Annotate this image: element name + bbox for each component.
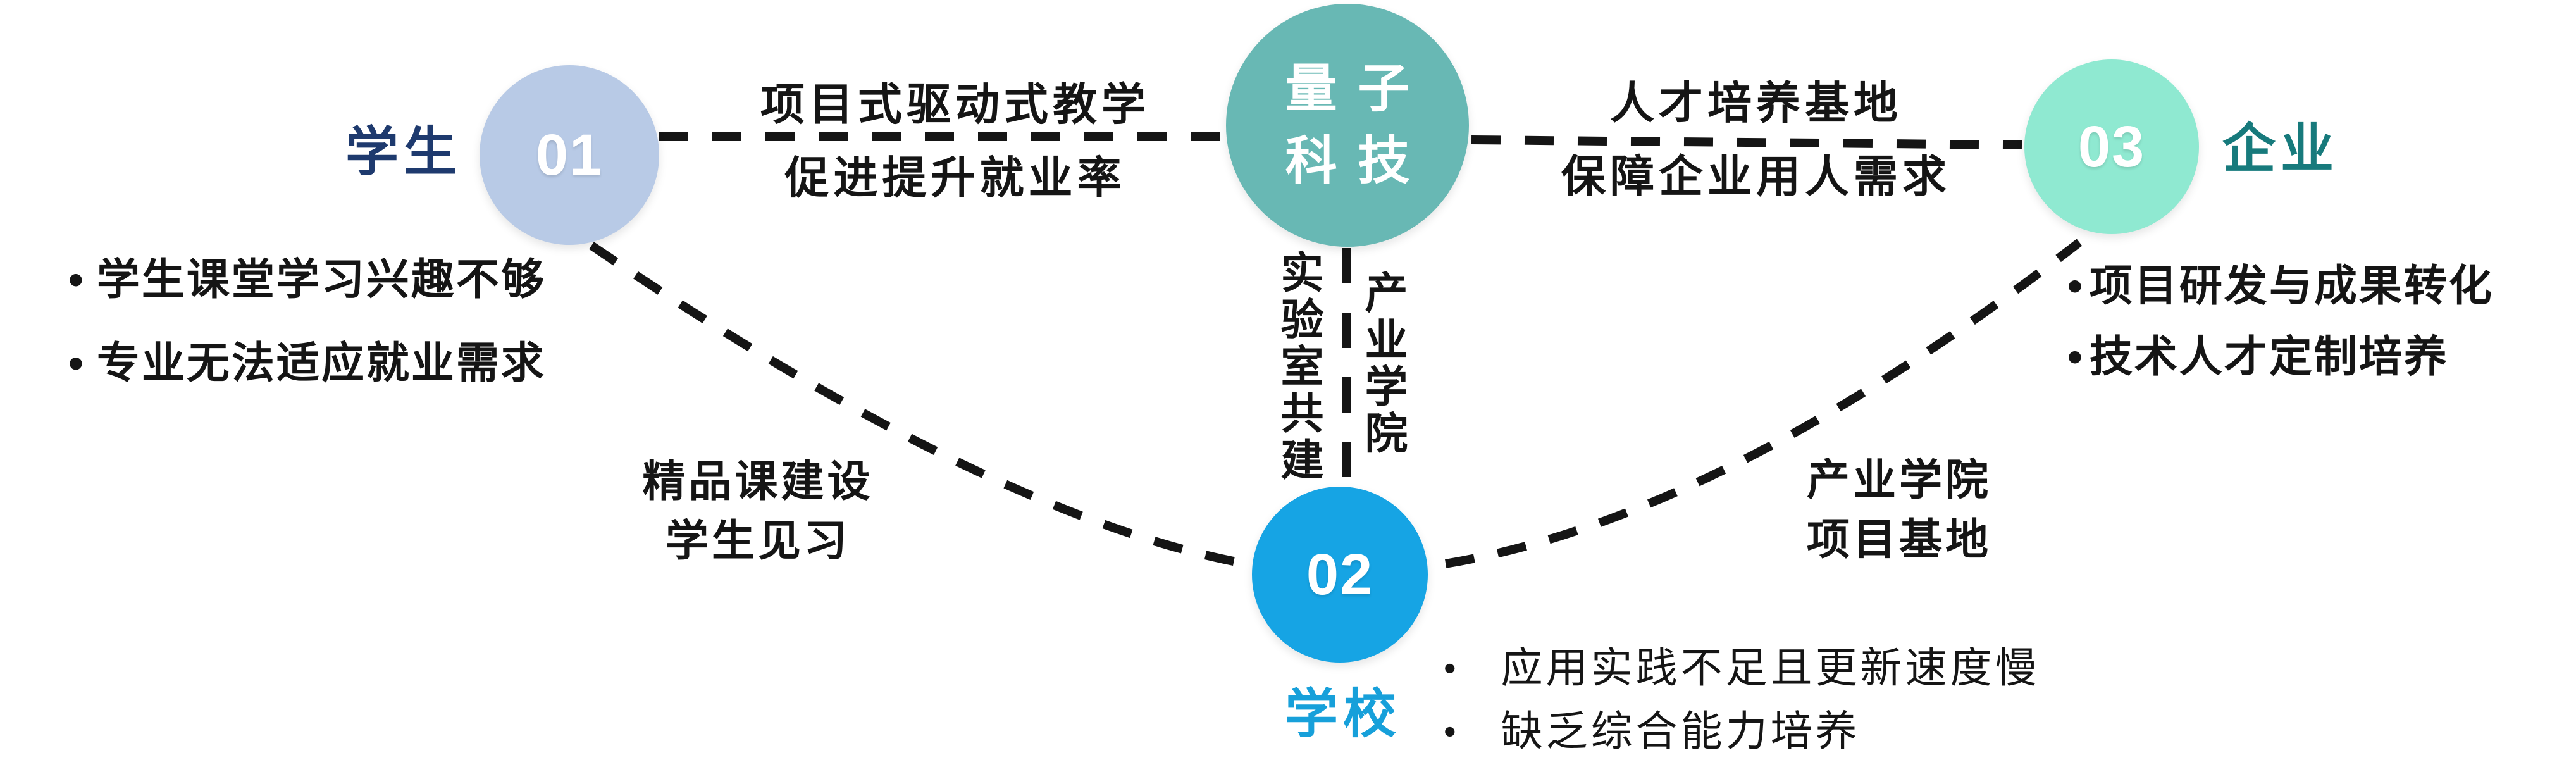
connection-label-student-center-line2: 促进提升就业率	[784, 153, 1126, 202]
bullet-icon: •	[68, 256, 85, 304]
connection-label-center-enterprise-line1: 人才培养基地	[1610, 78, 1902, 128]
center-node-text-line2: 科 技	[1285, 132, 1410, 190]
center-node-text-line1: 量 子	[1285, 60, 1410, 118]
node-enterprise-label: 企业	[2222, 119, 2339, 178]
bullet-list-enterprise: • 项目研发与成果转化 • 技术人才定制培养	[2067, 265, 2494, 406]
bullet-icon: •	[2067, 262, 2084, 310]
vertical-label-industry-college: 产业学院	[1358, 270, 1406, 458]
node-school-number: 02	[1306, 542, 1374, 607]
node-school-circle: 02	[1252, 487, 1428, 663]
bullet-icon: •	[2067, 333, 2084, 381]
bullet-list-student: • 学生课堂学习兴趣不够 • 专业无法适应就业需求	[68, 258, 546, 425]
bullet-icon: •	[68, 339, 85, 387]
student-bullet-1: 学生课堂学习兴趣不够	[96, 256, 546, 304]
node-student-circle: 01	[480, 65, 659, 245]
connection-label-student-center: 项目式驱动式教学 促进提升就业率	[760, 68, 1150, 215]
dashed-line-center-enterprise	[1471, 135, 2022, 149]
curve-label-school-enterprise-line2: 项目基地	[1806, 516, 1992, 564]
curve-label-student-school-line2: 学生见习	[665, 517, 851, 565]
curve-label-student-school: 精品课建设 学生见习	[642, 452, 873, 571]
bullet-list-school: • 应用实践不足且更新速度慢 • 缺乏综合能力培养	[1444, 647, 2040, 772]
node-enterprise-number: 03	[2078, 115, 2146, 179]
node-student-label: 学生	[345, 122, 462, 182]
node-enterprise-circle: 03	[2024, 59, 2199, 234]
connection-label-center-enterprise-line2: 保障企业用人需求	[1561, 152, 1951, 201]
curve-label-school-enterprise-line1: 产业学院	[1806, 456, 1992, 504]
list-item: • 缺乏综合能力培养	[1444, 710, 2040, 752]
list-item: • 专业无法适应就业需求	[68, 342, 546, 385]
connection-label-center-enterprise: 人才培养基地 保障企业用人需求	[1561, 66, 1951, 213]
bullet-icon: •	[1444, 711, 1459, 751]
curve-label-school-enterprise: 产业学院 项目基地	[1807, 451, 1991, 570]
list-item: • 技术人才定制培养	[2067, 335, 2494, 378]
school-bullet-2: 缺乏综合能力培养	[1501, 707, 1861, 754]
node-center-circle: 量 子 科 技	[1226, 4, 1469, 247]
node-student-number: 01	[535, 123, 604, 187]
connection-label-student-center-line1: 项目式驱动式教学	[760, 80, 1150, 129]
dashed-curve-student-school	[589, 242, 1341, 577]
curve-label-student-school-line1: 精品课建设	[642, 458, 874, 506]
list-item: • 应用实践不足且更新速度慢	[1444, 647, 2040, 688]
list-item: • 项目研发与成果转化	[2067, 265, 2494, 308]
enterprise-bullet-1: 项目研发与成果转化	[2089, 262, 2494, 310]
list-item: • 学生课堂学习兴趣不够	[68, 258, 546, 301]
school-bullet-1: 应用实践不足且更新速度慢	[1501, 644, 2040, 691]
node-school-label: 学校	[1284, 684, 1402, 744]
student-bullet-2: 专业无法适应就业需求	[96, 339, 546, 387]
enterprise-bullet-2: 技术人才定制培养	[2089, 333, 2449, 381]
bullet-icon: •	[1444, 648, 1459, 688]
vertical-label-lab-co-construction: 实验室共建	[1274, 250, 1322, 484]
